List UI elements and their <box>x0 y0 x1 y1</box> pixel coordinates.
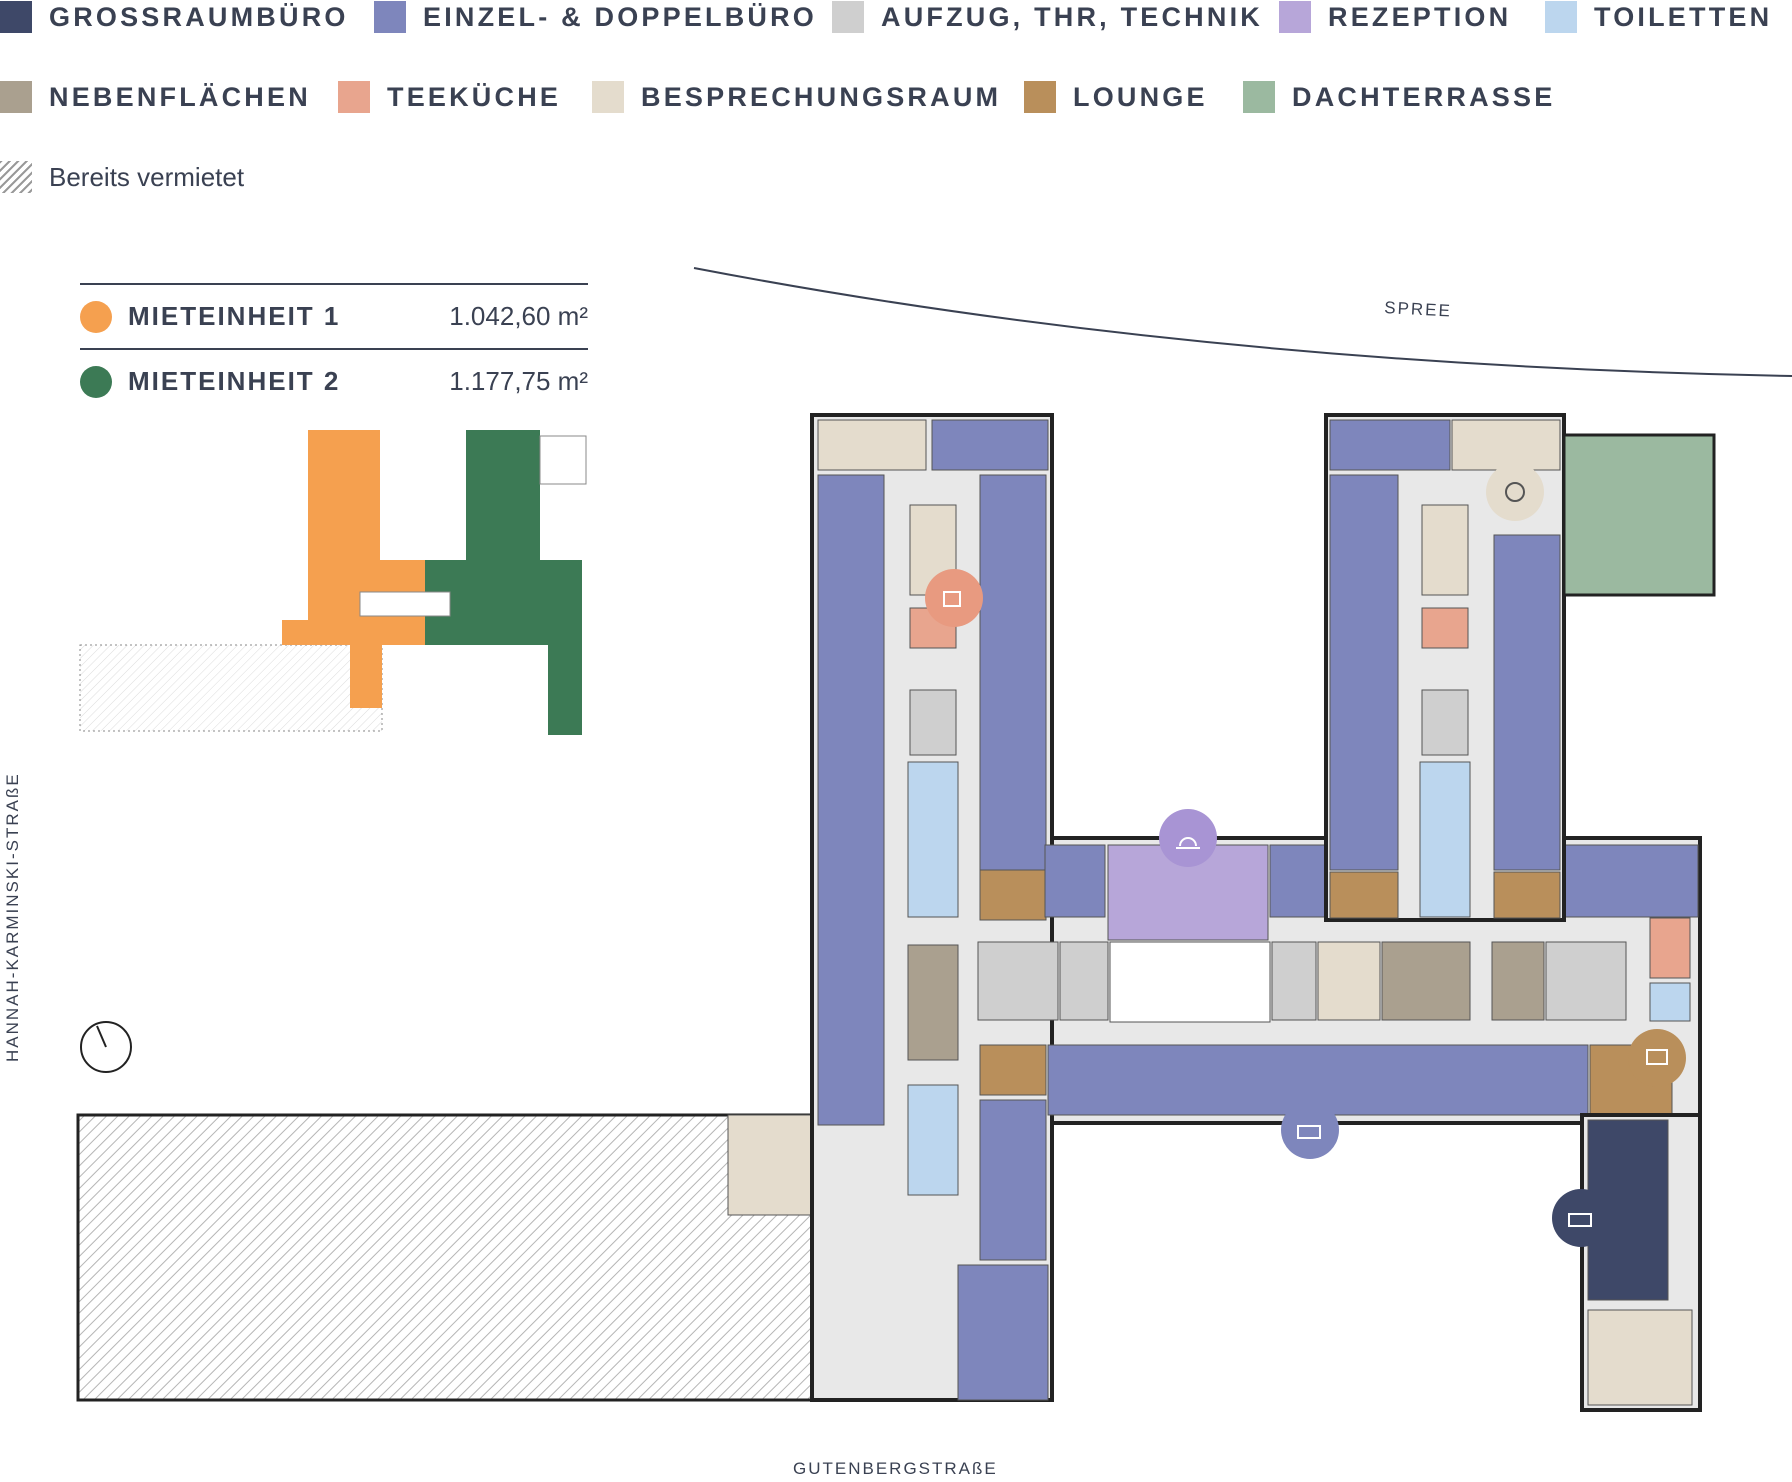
compass-icon <box>80 1021 132 1073</box>
coffee-icon <box>925 569 983 627</box>
legend-item-rented: Bereits vermietet <box>0 157 244 197</box>
legend-label: DACHTERRASSE <box>1292 81 1556 112</box>
street-hannah-karminski: HANNAH-KARMINSKI-STRAßE <box>3 772 22 1062</box>
central-block <box>977 836 1702 1125</box>
legend-swatch <box>592 81 624 113</box>
legend-label: BESPRECHUNGSRAUM <box>641 81 1002 112</box>
lounge-chair-icon <box>1628 1029 1686 1087</box>
legend-label: TOILETTEN <box>1594 1 1773 32</box>
legend-label: GROSSRAUMBÜRO <box>49 1 349 32</box>
roof-terrace <box>1562 433 1716 597</box>
legend-swatch <box>374 1 406 33</box>
key-plan-core <box>359 591 451 617</box>
key-plan-terrace <box>539 435 587 485</box>
meeting-room <box>727 1114 821 1216</box>
unit-area: 1.177,75 m² <box>449 366 588 396</box>
legend-label: AUFZUG, THR, TECHNIK <box>881 1 1263 32</box>
unit-dot-icon <box>80 300 112 333</box>
rented-label: Bereits vermietet <box>49 161 245 192</box>
hatch-icon <box>0 161 32 193</box>
legend-item-rezeption: REZEPTION <box>1279 0 1511 37</box>
legend-item-nebenflaechen: NEBENFLÄCHEN <box>0 77 311 117</box>
key-plan-rented <box>79 644 383 732</box>
east-wing <box>1324 413 1566 922</box>
unit-area: 1.042,60 m² <box>449 301 588 331</box>
legend-item-teekueche: TEEKÜCHE <box>338 77 561 117</box>
river-line <box>693 267 1792 377</box>
reception-bell-icon <box>1159 809 1217 867</box>
unit-row-2: MIETEINHEIT 2 1.177,75 m² <box>80 348 588 413</box>
unit-dot-icon <box>80 365 112 398</box>
key-plan-unit-2 <box>425 430 582 735</box>
unit-name: MIETEINHEIT 2 <box>128 366 341 396</box>
legend-item-besprechungsraum: BESPRECHUNGSRAUM <box>592 77 1001 117</box>
legend-swatch <box>1545 1 1577 33</box>
legend-swatch <box>0 81 32 113</box>
legend-item-dachterrasse: DACHTERRASSE <box>1243 77 1555 117</box>
single-office-icon <box>1281 1101 1339 1159</box>
open-office-icon <box>1552 1189 1610 1247</box>
legend-label: LOUNGE <box>1073 81 1208 112</box>
legend-swatch <box>832 1 864 33</box>
unit-name: MIETEINHEIT 1 <box>128 301 341 331</box>
legend-label: REZEPTION <box>1328 1 1512 32</box>
legend-label: NEBENFLÄCHEN <box>49 81 311 112</box>
legend-label: TEEKÜCHE <box>387 81 562 112</box>
units-table: MIETEINHEIT 1 1.042,60 m² MIETEINHEIT 2 … <box>80 283 588 413</box>
chat-icon <box>1486 463 1544 521</box>
legend-swatch <box>0 1 32 33</box>
legend-item-lounge: LOUNGE <box>1024 77 1208 117</box>
legend-item-grossraumbuero: GROSSRAUMBÜRO <box>0 0 349 37</box>
legend-swatch <box>1279 1 1311 33</box>
legend-label: EINZEL- & DOPPELBÜRO <box>423 1 818 32</box>
legend-item-aufzug: AUFZUG, THR, TECHNIK <box>832 0 1263 37</box>
key-plan-unit-1 <box>282 430 425 708</box>
legend-swatch <box>1243 81 1275 113</box>
street-spree: SPREE <box>1384 298 1453 321</box>
street-gutenberg: GUTENBERGSTRAßE <box>793 1459 998 1478</box>
legend-item-einzelbuero: EINZEL- & DOPPELBÜRO <box>374 0 817 37</box>
legend-swatch <box>1024 81 1056 113</box>
west-wing <box>810 413 1054 1402</box>
legend-swatch <box>338 81 370 113</box>
key-plan <box>79 430 587 735</box>
southeast-wing <box>1580 1113 1702 1412</box>
unit-row-1: MIETEINHEIT 1 1.042,60 m² <box>80 283 588 348</box>
legend-item-toiletten: TOILETTEN <box>1545 0 1772 37</box>
